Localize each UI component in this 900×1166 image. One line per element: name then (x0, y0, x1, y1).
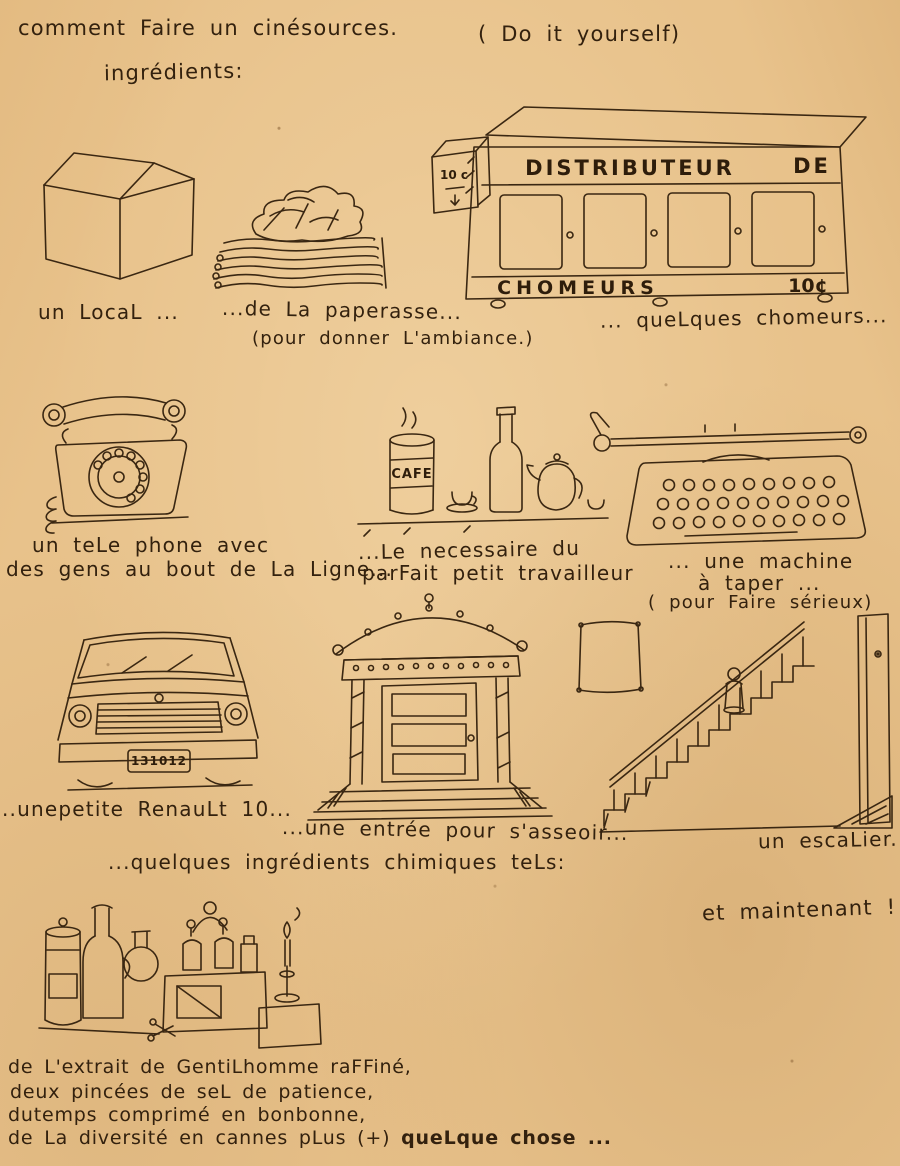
machine-header-text: DISTRIBUTEUR (525, 156, 735, 180)
diy-subtitle: ( Do it yourself) (478, 22, 681, 46)
blank-sheet-drawing (576, 620, 644, 694)
typewriter-illustration (585, 405, 880, 564)
coin-slot-text: 10 c (440, 168, 468, 182)
machine-header-de-text: DE (793, 154, 831, 178)
blank-sheet-illustration (572, 615, 647, 704)
caption-typewriter-1: ... une machine (668, 549, 854, 573)
car-drawing: 131012 (57, 631, 259, 791)
staircase-drawing (599, 613, 893, 833)
coffee-set-drawing: CAFE (357, 406, 609, 537)
caption-chomeurs: ... queLques chomeurs... (599, 303, 888, 333)
cafe-label-text: CAFE (391, 467, 432, 482)
page-title: comment Faire un cinésources. (18, 16, 399, 40)
open-box-drawing (43, 152, 195, 280)
chemicals-illustration (25, 878, 325, 1072)
machine-chomeurs-text: CHOMEURS (497, 277, 659, 299)
caption-car: ..unepetite RenauLt 10... (2, 797, 293, 821)
caption-coffee-1: ...Le necessaire du (357, 535, 581, 565)
caption-paperasse: ...de La paperasse... (221, 295, 463, 325)
telephone-drawing (42, 396, 189, 534)
paper-pile-illustration (200, 138, 395, 307)
entrance-drawing (307, 593, 553, 821)
caption-typewriter-2: à taper ... (698, 571, 821, 595)
footer-line-3: dutemps comprimé en bonbonne, (8, 1104, 366, 1126)
staircase-illustration (596, 596, 896, 840)
footer-line-4a: de La diversité en cannes pLus (+) (8, 1127, 402, 1149)
footer-line-4: de La diversité en cannes pLus (+) queLq… (8, 1127, 612, 1149)
ingredients-label: ingrédients: (103, 58, 244, 86)
machine-price-text: 10¢ (788, 275, 828, 297)
vending-machine-illustration: DISTRIBUTEUR DE CHOMEURS 10¢ 10 c (420, 95, 875, 319)
caption-coffee-2: parFait petit travailleur (362, 561, 634, 585)
caption-chemicals: ...quelques ingrédients chimiques teLs: (108, 850, 566, 874)
footer-line-2: deux pincées de seL de patience, (10, 1081, 374, 1103)
footer-line-4b: queLque chose ... (401, 1127, 612, 1149)
paper-pile-drawing (212, 185, 387, 289)
chemicals-drawing (38, 901, 322, 1049)
caption-entrance: ...une entrée pour s'asseoir... (281, 814, 629, 846)
coffee-set-illustration: CAFE (350, 400, 615, 544)
footer-line-1: de L'extrait de GentiLhomme raFFiné, (8, 1056, 412, 1078)
caption-stairs: un escaLier.. (757, 826, 900, 854)
open-box-illustration (30, 125, 205, 299)
car-illustration: 131012 (40, 612, 275, 801)
license-plate-text: 131012 (131, 754, 187, 768)
typewriter-drawing (589, 411, 867, 546)
caption-phone-1: un teLe phone avec (32, 533, 270, 557)
entrance-illustration (298, 588, 563, 832)
caption-typewriter-note: ( pour Faire sérieux) (648, 592, 873, 613)
caption-paperasse-note: (pour donner L'ambiance.) (252, 328, 534, 349)
caption-now: et maintenant ! (701, 894, 897, 926)
vending-machine-drawing: DISTRIBUTEUR DE CHOMEURS 10¢ 10 c (431, 106, 867, 309)
telephone-illustration (22, 385, 217, 539)
caption-local: un LocaL ... (38, 300, 179, 324)
caption-phone-2: des gens au bout de La Ligne... (6, 557, 394, 581)
